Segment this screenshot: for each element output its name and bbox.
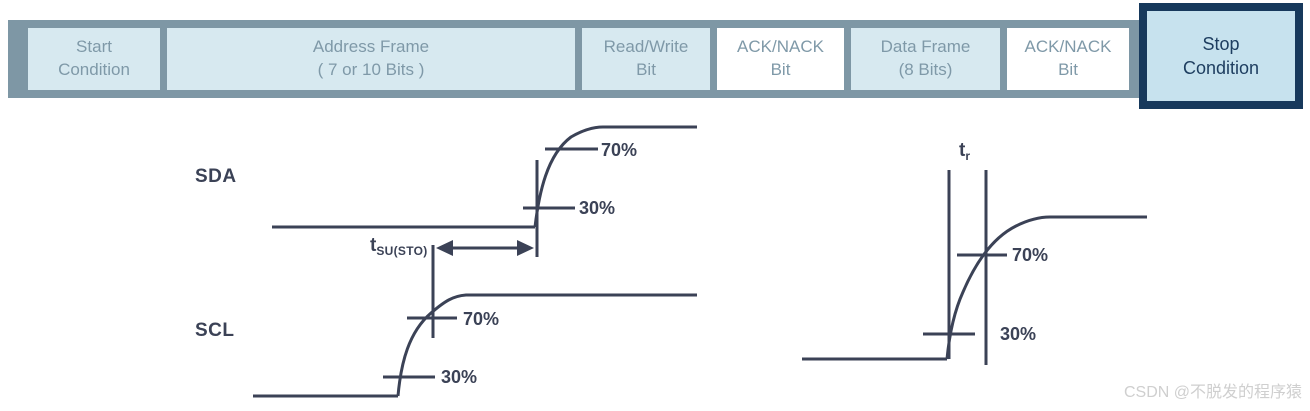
rise-30-percent-label: 30% xyxy=(1000,324,1037,344)
cell-line: Start xyxy=(76,37,112,57)
frame-cell-ack-nack-bit-1: ACK/NACK Bit xyxy=(717,28,844,90)
cell-line: ( 7 or 10 Bits ) xyxy=(317,60,425,79)
sda-rise-and-high-line xyxy=(533,125,697,228)
cell-line: Read/Write xyxy=(603,37,689,57)
tsu-subscript: SU(STO) xyxy=(376,244,428,258)
csdn-watermark: CSDN @不脱发的程序猿 xyxy=(1123,384,1302,401)
tr-subscript: r xyxy=(965,149,971,163)
frame-cell-ack-nack-bit-2: ACK/NACK Bit xyxy=(1007,28,1129,90)
tsu-arrowhead-left xyxy=(436,240,453,256)
cell-line: Data Frame xyxy=(880,37,971,57)
tsu-arrowhead-right xyxy=(517,240,534,256)
rise-70-percent-label: 70% xyxy=(1012,245,1049,265)
frame-cell-data-frame: Data Frame (8 Bits) xyxy=(851,28,1000,90)
frame-cell-start-condition: Start Condition xyxy=(28,28,160,90)
sda-30-percent-label: 30% xyxy=(579,198,616,218)
cell-line: Stop xyxy=(1202,33,1240,54)
cell-line: Address Frame xyxy=(312,37,430,57)
tsu-sto-label: tSU(STO) xyxy=(370,235,428,258)
sda-signal-label: SDA xyxy=(195,166,237,187)
cell-line: Condition xyxy=(1182,58,1260,78)
scl-rise-and-high-line xyxy=(396,293,697,397)
tr-label: tr xyxy=(959,140,970,163)
cell-line: Bit xyxy=(1058,60,1078,79)
i2c-frame-bar: Start Condition Address Frame ( 7 or 10 … xyxy=(8,20,1147,98)
scl-70-percent-label: 70% xyxy=(463,309,500,329)
cell-line: ACK/NACK xyxy=(1024,37,1112,57)
frame-cell-read-write-bit: Read/Write Bit xyxy=(582,28,710,90)
frame-cell-address-frame: Address Frame ( 7 or 10 Bits ) xyxy=(167,28,575,90)
scl-signal-label: SCL xyxy=(195,320,235,341)
sda-70-percent-label: 70% xyxy=(601,140,638,160)
cell-line: Bit xyxy=(636,60,656,79)
rise-curve-and-high-line xyxy=(945,215,1147,360)
frame-cell-stop-condition: Stop Condition xyxy=(1139,3,1303,109)
tr-symbol: t xyxy=(959,140,966,161)
cell-line: Condition xyxy=(58,60,130,79)
tsu-symbol: t xyxy=(370,235,377,256)
cell-line: Bit xyxy=(770,60,791,79)
cell-line: ACK/NACK xyxy=(737,37,824,57)
cell-line: (8 Bits) xyxy=(898,60,953,79)
scl-30-percent-label: 30% xyxy=(441,367,478,387)
